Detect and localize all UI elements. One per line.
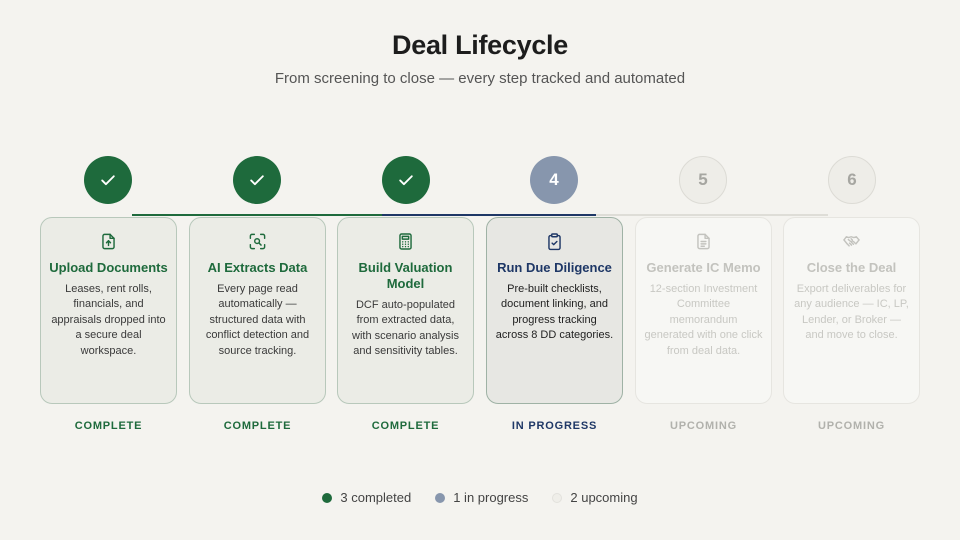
legend-item-in-progress: 1 in progress — [435, 490, 528, 505]
step-description: Every page read automatically — structur… — [205, 283, 310, 357]
step-description: DCF auto-populated from extracted data, … — [352, 299, 459, 358]
step-description: Pre-built checklists, document linking, … — [495, 283, 614, 342]
handshake-icon — [792, 232, 911, 252]
page-title: Deal Lifecycle — [392, 30, 568, 60]
step-6-marker: 6 — [828, 156, 876, 204]
legend-label: 1 in progress — [453, 490, 529, 505]
completed-dot-icon — [322, 492, 333, 503]
step-number: 4 — [549, 170, 559, 189]
step-status: COMPLETE — [371, 420, 440, 432]
step-4-marker: 4 — [530, 156, 578, 204]
step-card: AI Extracts Data Every page read automat… — [189, 217, 326, 404]
step-status: COMPLETE — [223, 420, 292, 432]
connector-in-progress — [382, 214, 596, 216]
step-card: Build Valuation Model DCF auto-populated… — [337, 217, 474, 404]
legend: 3 completed 1 in progress 2 upcoming — [0, 490, 960, 505]
step-card: Close the Deal Export deliverables for a… — [783, 217, 920, 404]
step-3-marker — [382, 156, 430, 204]
step-title: Close the Deal — [806, 260, 897, 275]
step-status: UPCOMING — [818, 420, 885, 432]
step-number: 6 — [847, 170, 857, 189]
legend-label: 2 upcoming — [570, 490, 638, 505]
clipboard-check-icon — [495, 232, 614, 252]
legend-item-completed: 3 completed — [322, 490, 411, 505]
step-5-marker: 5 — [679, 156, 727, 204]
upload-document-icon — [49, 232, 168, 252]
step-title: Build Valuation Model — [358, 260, 453, 291]
legend-label: 3 completed — [340, 490, 412, 505]
checkmark-icon — [101, 175, 115, 186]
upcoming-dot-icon — [552, 492, 563, 503]
step-status: UPCOMING — [670, 420, 737, 432]
step-number: 5 — [698, 170, 708, 189]
step-description: Export deliverables for any audience — I… — [794, 283, 909, 342]
step-title: AI Extracts Data — [207, 260, 308, 275]
in-progress-dot-icon — [435, 492, 446, 503]
step-card: Upload Documents Leases, rent rolls, fin… — [40, 217, 177, 404]
step-status: COMPLETE — [74, 420, 143, 432]
step-2-marker — [233, 156, 281, 204]
step-status: IN PROGRESS — [511, 420, 598, 432]
step-card: Generate IC Memo 12-section Investment C… — [635, 217, 772, 404]
step-description: 12-section Investment Committee memorand… — [644, 283, 763, 357]
document-text-icon — [644, 232, 763, 252]
connector-upcoming — [596, 214, 828, 216]
step-1-marker — [84, 156, 132, 204]
page-subtitle: From screening to close — every step tra… — [274, 70, 686, 87]
step-title: Upload Documents — [49, 260, 168, 275]
step-description: Leases, rent rolls, financials, and appr… — [51, 283, 166, 357]
connector-complete — [132, 214, 382, 216]
calculator-icon — [346, 232, 465, 252]
step-title: Run Due Diligence — [497, 260, 612, 275]
step-title: Generate IC Memo — [646, 260, 761, 275]
legend-item-upcoming: 2 upcoming — [552, 490, 638, 505]
checkmark-icon — [399, 175, 413, 186]
checkmark-icon — [250, 175, 264, 186]
scan-search-icon — [198, 232, 317, 252]
step-card: Run Due Diligence Pre-built checklists, … — [486, 217, 623, 404]
